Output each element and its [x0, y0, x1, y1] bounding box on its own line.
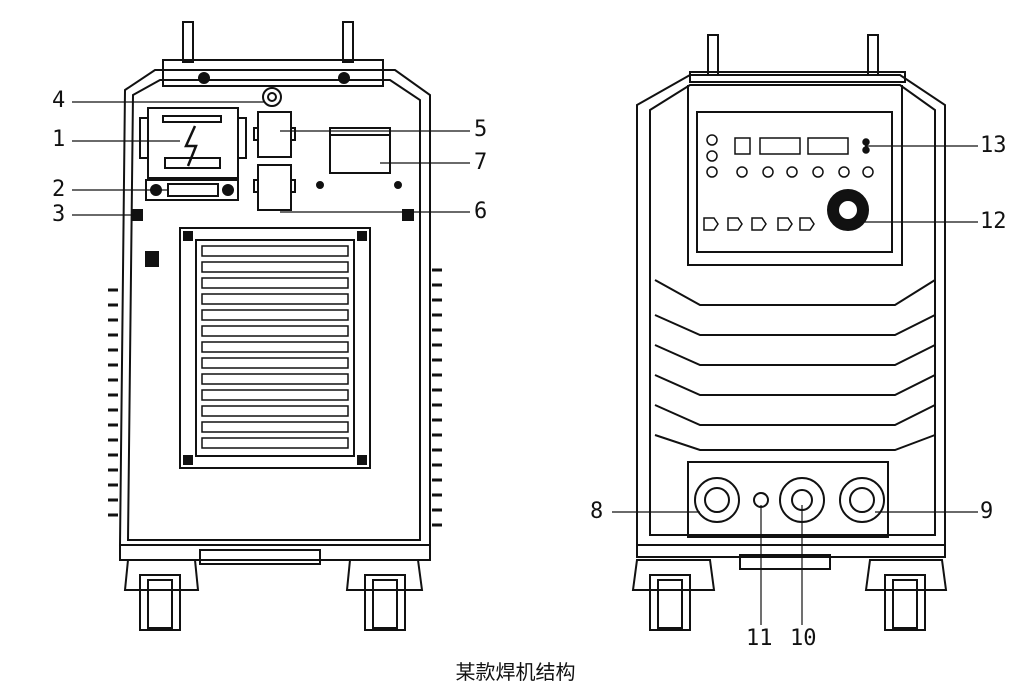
output-terminal-left [694, 477, 740, 523]
callout-2: 2 [52, 177, 66, 202]
callout-9: 9 [980, 499, 994, 524]
rear-view [72, 21, 470, 631]
callout-1: 1 [52, 127, 66, 152]
rear-leader-lines [72, 101, 470, 216]
callout-8: 8 [590, 499, 604, 524]
small-socket [753, 492, 769, 508]
ground-screw [262, 87, 282, 107]
rear-handles [162, 21, 384, 87]
callout-7: 7 [474, 150, 488, 175]
callout-11: 11 [746, 626, 773, 651]
front-louvres [654, 279, 936, 451]
control-sockets [253, 111, 296, 211]
front-view [612, 34, 978, 631]
output-panel [687, 461, 889, 538]
callout-12: 12 [980, 209, 1007, 234]
front-wheel-left [631, 559, 716, 631]
rear-wheel-right [345, 559, 424, 631]
front-wheel-right [864, 559, 948, 631]
rear-wheel-left [123, 559, 200, 631]
callout-13: 13 [980, 133, 1007, 158]
ground-screw-core [267, 92, 277, 102]
output-terminal-right [839, 477, 885, 523]
fan-grille [179, 227, 371, 469]
front-leader-lines [612, 145, 978, 625]
power-switch [139, 107, 247, 179]
nameplate [316, 127, 402, 189]
callout-3: 3 [52, 202, 66, 227]
callout-5: 5 [474, 117, 488, 142]
figure-caption: 某款焊机结构 [455, 660, 576, 684]
callout-6: 6 [474, 199, 488, 224]
rear-base [119, 544, 431, 631]
front-base [631, 544, 948, 631]
callout-4: 4 [52, 88, 66, 113]
control-panel [696, 111, 893, 253]
callout-10: 10 [790, 626, 817, 651]
